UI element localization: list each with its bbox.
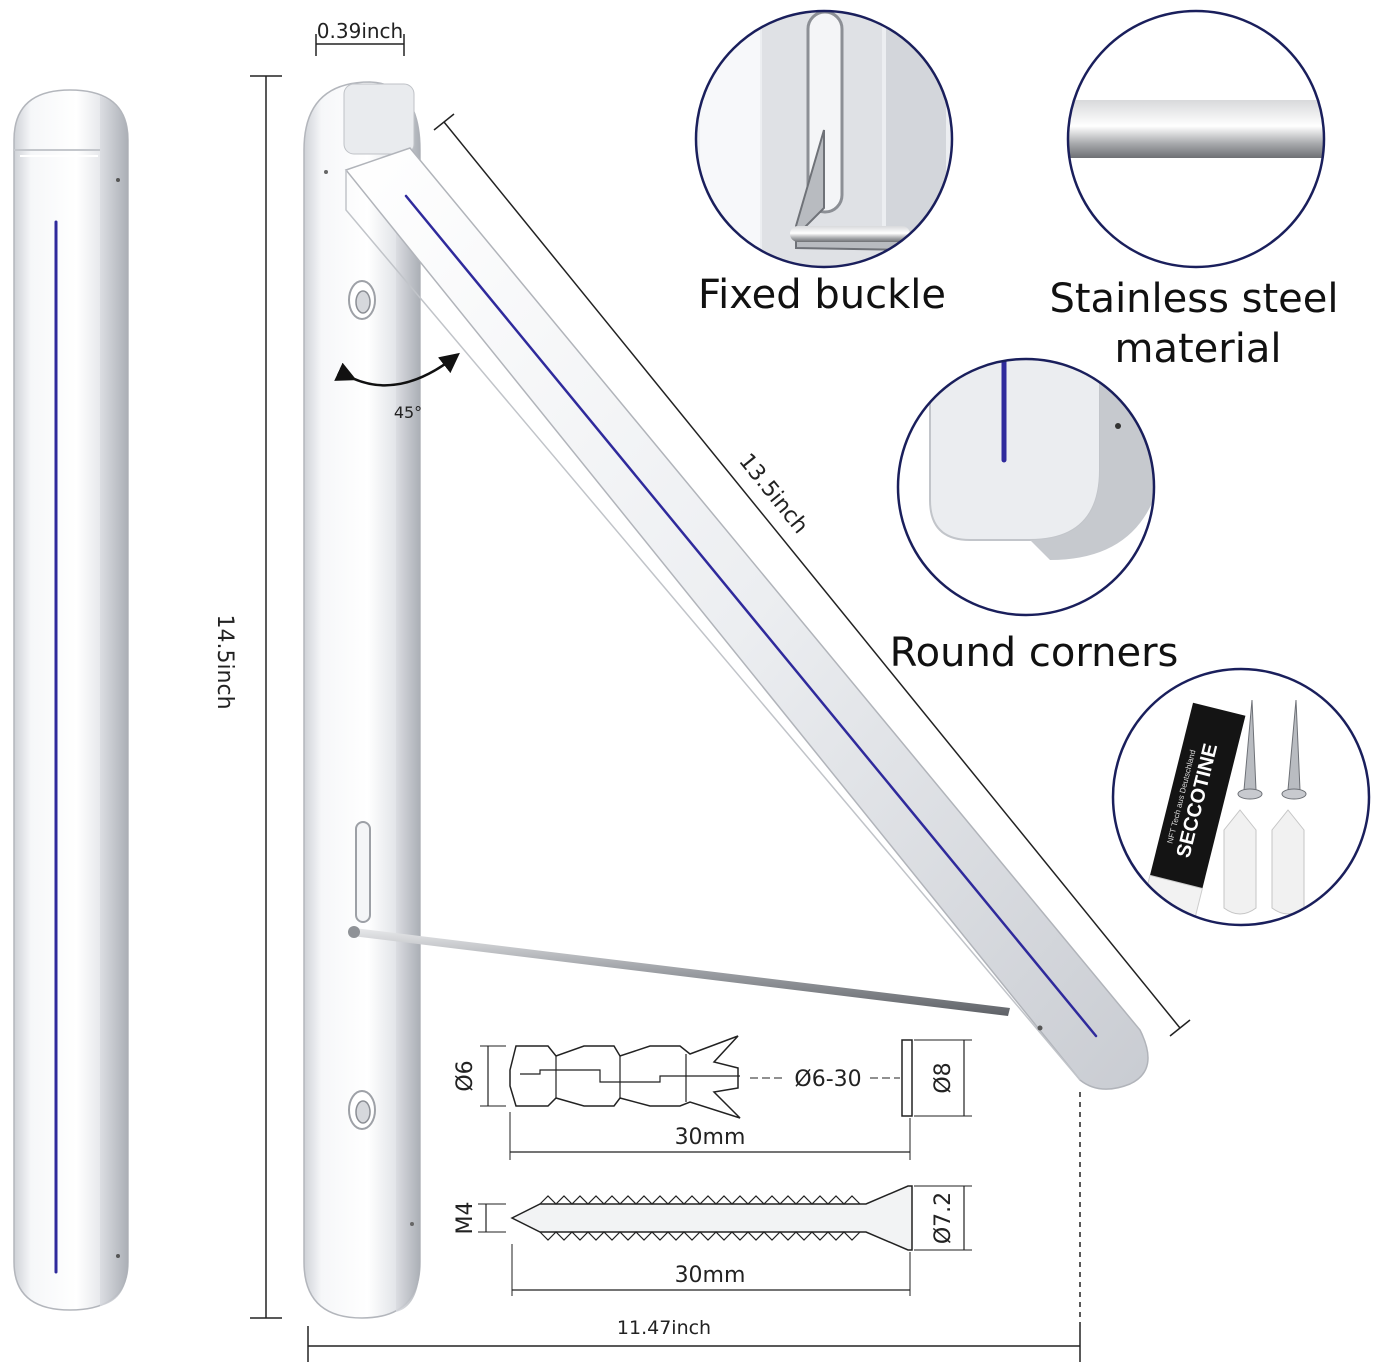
buckle-slot: [355, 821, 371, 923]
screw-length: 30mm: [675, 1263, 746, 1288]
anchor-diameter-head: Ø8: [931, 1062, 956, 1093]
screw-drawing: M4 Ø7.2 30mm: [453, 1185, 972, 1296]
depth-dimension: 11.47inch: [307, 1092, 1081, 1362]
anchor-diameter-inner: Ø6-30: [794, 1067, 861, 1092]
round-corners-detail: Round corners: [890, 357, 1179, 676]
anchor-diameter-outer: Ø6: [453, 1060, 478, 1091]
steel-rod-closeup: [1068, 100, 1324, 158]
angle-label: 45°: [394, 403, 422, 422]
anchor-item-1: [1223, 809, 1257, 915]
glue-tube: SECCOTINE NFT Tech aus Deutschland: [1142, 702, 1246, 919]
folded-rail: [13, 89, 129, 1311]
anchor-length: 30mm: [675, 1125, 746, 1150]
screw-thread: M4: [453, 1202, 478, 1235]
arm-blue-line: [404, 194, 1098, 1038]
mount-hole-top: [348, 280, 376, 320]
stainless-label-line1: Stainless steel: [1049, 276, 1338, 322]
height-label: 14.5inch: [212, 614, 237, 709]
fixed-buckle-detail: Fixed buckle: [694, 9, 954, 318]
wall-anchor-drawing: Ø6 Ø6-30 Ø8 30mm: [453, 1035, 972, 1160]
angle-indicator: 45°: [334, 352, 460, 422]
screw-item-2: [1281, 699, 1307, 800]
rail-width-label: 0.39inch: [317, 19, 403, 43]
fixed-buckle-label: Fixed buckle: [698, 272, 946, 318]
open-hanger: 45°: [303, 81, 1149, 1319]
folding-arm: [344, 147, 1149, 1090]
stainless-steel-detail: Stainless steel material: [1049, 9, 1339, 372]
rail-width-dimension: 0.39inch: [315, 19, 405, 56]
screw-item-1: [1237, 699, 1263, 800]
accessories-detail: SECCOTINE NFT Tech aus Deutschland: [1111, 667, 1371, 927]
round-corners-label: Round corners: [890, 630, 1179, 676]
anchor-item-2: [1271, 809, 1305, 915]
steel-rod: [348, 926, 1010, 1016]
screw-head-diameter: Ø7.2: [931, 1192, 956, 1244]
stainless-label-line2: material: [1115, 326, 1282, 372]
mount-hole-bottom: [348, 1090, 376, 1130]
height-dimension: 14.5inch: [212, 75, 282, 1319]
depth-label: 11.47inch: [617, 1317, 711, 1339]
